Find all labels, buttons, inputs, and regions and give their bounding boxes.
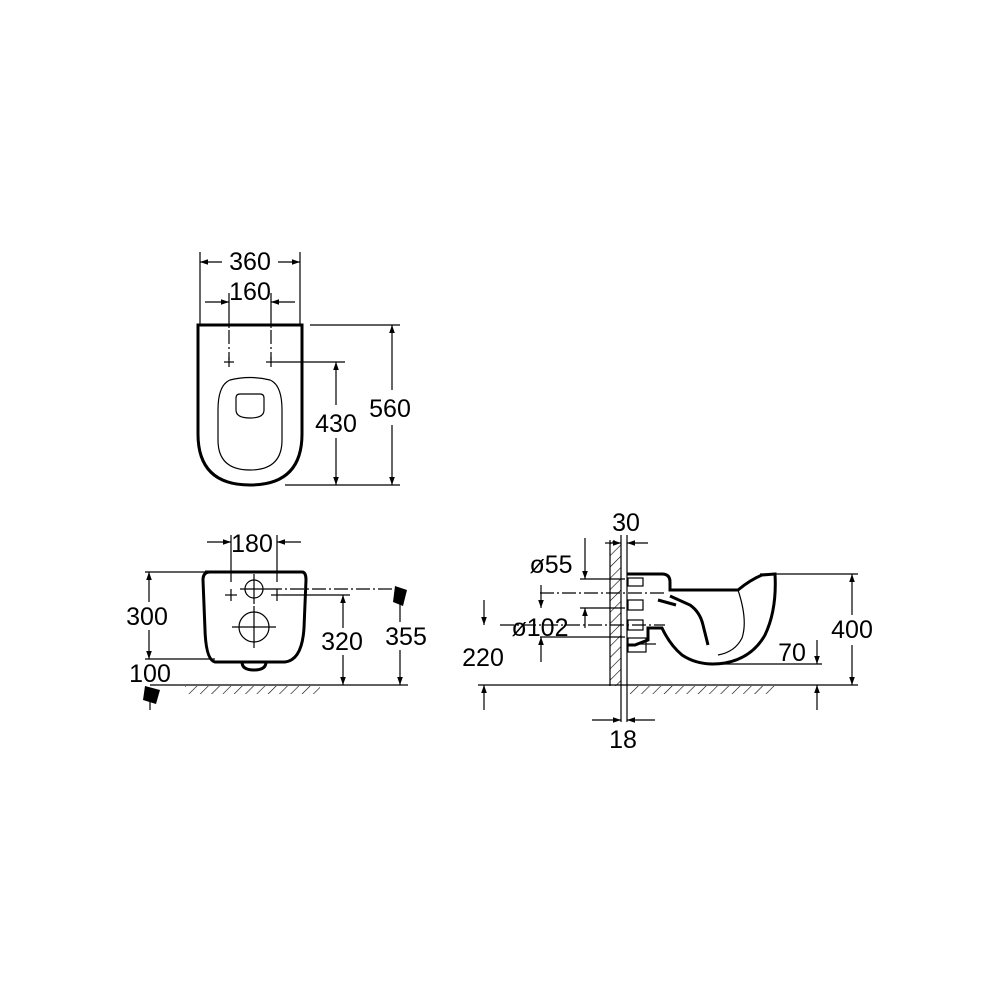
dimension-frame-18: 18 [592, 717, 655, 754]
dimension-bolt-to-front-430: 430 [315, 362, 357, 485]
floor-side [478, 684, 858, 694]
dimension-rim-height-400: 400 [831, 574, 873, 685]
dimension-outlet-height-220: 220 [462, 600, 504, 710]
dimension-height-300: 300 [126, 571, 215, 660]
dim-text-d102: ø102 [512, 614, 569, 642]
bowl-side-trap [657, 594, 710, 646]
dim-text-160: 160 [229, 278, 271, 306]
dim-text-220: 220 [462, 644, 504, 672]
inlet-circle [240, 574, 268, 604]
bowl-side-outline [627, 572, 777, 666]
dimension-inlet-height-355: 355 [385, 589, 427, 685]
dim-text-30: 30 [612, 509, 640, 537]
floor-front [150, 684, 408, 694]
dimension-bolt-height-320: 320 [321, 595, 363, 685]
dimension-inlet-diameter: ø55 [529, 538, 588, 628]
dim-text-d55: ø55 [529, 551, 572, 579]
bowl-top-outline [196, 323, 304, 487]
dim-text-560: 560 [369, 395, 411, 423]
dim-text-400: 400 [831, 616, 873, 644]
bowl-side-inner [717, 589, 745, 656]
top-view: 360 160 560 430 [196, 248, 411, 487]
dimension-wall-30: 30 [605, 509, 648, 546]
dimension-offset-100: 100 [129, 660, 171, 710]
dim-text-100: 100 [129, 660, 171, 688]
dim-text-355: 355 [385, 623, 427, 651]
dim-text-18: 18 [609, 726, 637, 754]
dimension-outlet-diameter: ø102 [512, 585, 569, 662]
seat-opening [217, 376, 283, 471]
bowl-front-outline [201, 570, 308, 664]
dimension-bolt-spacing-160: 160 [205, 278, 295, 328]
flush-opening [235, 393, 265, 419]
bowl-front-foot [240, 661, 268, 672]
front-view: 180 300 100 320 355 [126, 530, 427, 710]
wall-section-floor-left [143, 686, 160, 704]
side-view: 30 ø55 ø102 220 400 70 [462, 509, 873, 754]
bolt-markers-front [225, 589, 283, 601]
dimension-length-560: 560 [285, 324, 411, 486]
dim-text-360: 360 [229, 248, 271, 276]
dimension-bottom-70: 70 [778, 639, 820, 710]
dim-text-430: 430 [315, 410, 357, 438]
outlet-circle [232, 606, 276, 648]
dim-text-320: 320 [321, 628, 363, 656]
bolt-markers-top [224, 330, 345, 367]
dimension-bolt-spacing-180: 180 [207, 530, 301, 582]
wall-section-side [609, 535, 628, 722]
dim-text-70: 70 [778, 639, 806, 667]
dim-text-300: 300 [126, 603, 168, 631]
dim-text-180: 180 [231, 530, 273, 558]
dimension-width-360: 360 [199, 248, 301, 325]
